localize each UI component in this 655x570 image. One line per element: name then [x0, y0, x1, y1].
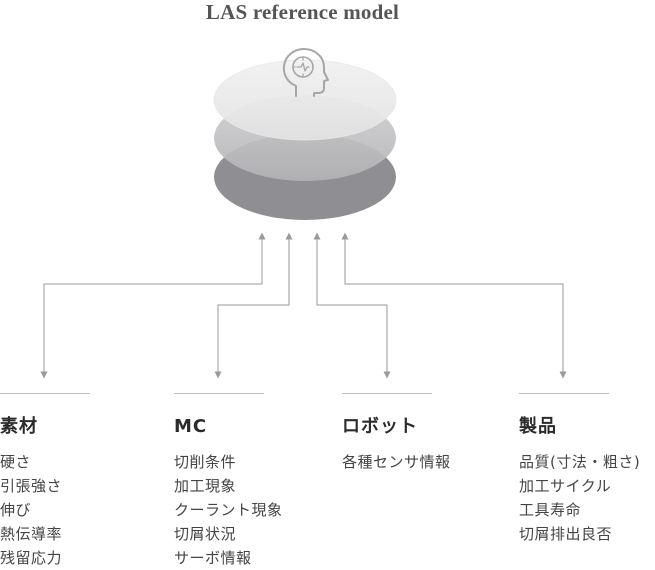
list-item: 切屑排出良否	[519, 525, 613, 543]
column-robot: ロボット 各種センサ情報	[342, 393, 451, 474]
item-list: 切削条件 加工現象 クーラント現象 切屑状況 サーボ情報	[174, 450, 283, 570]
column-heading: MC	[174, 416, 208, 437]
list-item: 切削条件	[174, 453, 237, 471]
layer-stack	[213, 59, 397, 220]
item-list: 品質(寸法・粗さ) 加工サイクル 工具寿命 切屑排出良否	[519, 450, 640, 546]
column-heading: 製品	[519, 416, 557, 437]
list-item: 加工サイクル	[519, 477, 612, 495]
head-circuit-icon	[282, 48, 329, 97]
item-list: 各種センサ情報	[342, 450, 451, 474]
item-list: 硬さ 引張強さ 伸び 熱伝導率 残留応力	[0, 450, 90, 570]
column-material: 素材 硬さ 引張強さ 伸び 熱伝導率 残留応力	[0, 393, 90, 570]
column-divider	[0, 393, 90, 394]
connector-mc	[214, 232, 293, 379]
column-divider	[342, 393, 432, 394]
model-diagram	[40, 48, 567, 379]
connectors	[40, 232, 567, 379]
list-item: 品質(寸法・粗さ)	[519, 453, 641, 471]
column-mc: MC 切削条件 加工現象 クーラント現象 切屑状況 サーボ情報	[174, 393, 283, 570]
column-divider	[174, 393, 264, 394]
diagram-title: LAS reference model	[205, 0, 400, 24]
list-item: 加工現象	[174, 477, 237, 495]
list-item: サーボ情報	[174, 549, 252, 567]
connector-product	[341, 232, 567, 379]
list-item: クーラント現象	[174, 501, 283, 519]
connector-robot	[313, 232, 391, 379]
list-item: 切屑状況	[174, 525, 237, 543]
column-heading: ロボット	[342, 416, 418, 437]
list-item: 伸び	[0, 501, 32, 519]
column-product: 製品 品質(寸法・粗さ) 加工サイクル 工具寿命 切屑排出良否	[519, 393, 640, 546]
disc-top	[213, 59, 397, 141]
list-item: 各種センサ情報	[342, 453, 451, 471]
list-item: 熱伝導率	[0, 525, 63, 543]
list-item: 硬さ	[0, 453, 32, 471]
column-heading: 素材	[0, 416, 38, 437]
list-item: 引張強さ	[0, 477, 63, 495]
column-divider	[519, 393, 609, 394]
list-item: 工具寿命	[519, 501, 582, 519]
list-item: 残留応力	[0, 549, 63, 567]
